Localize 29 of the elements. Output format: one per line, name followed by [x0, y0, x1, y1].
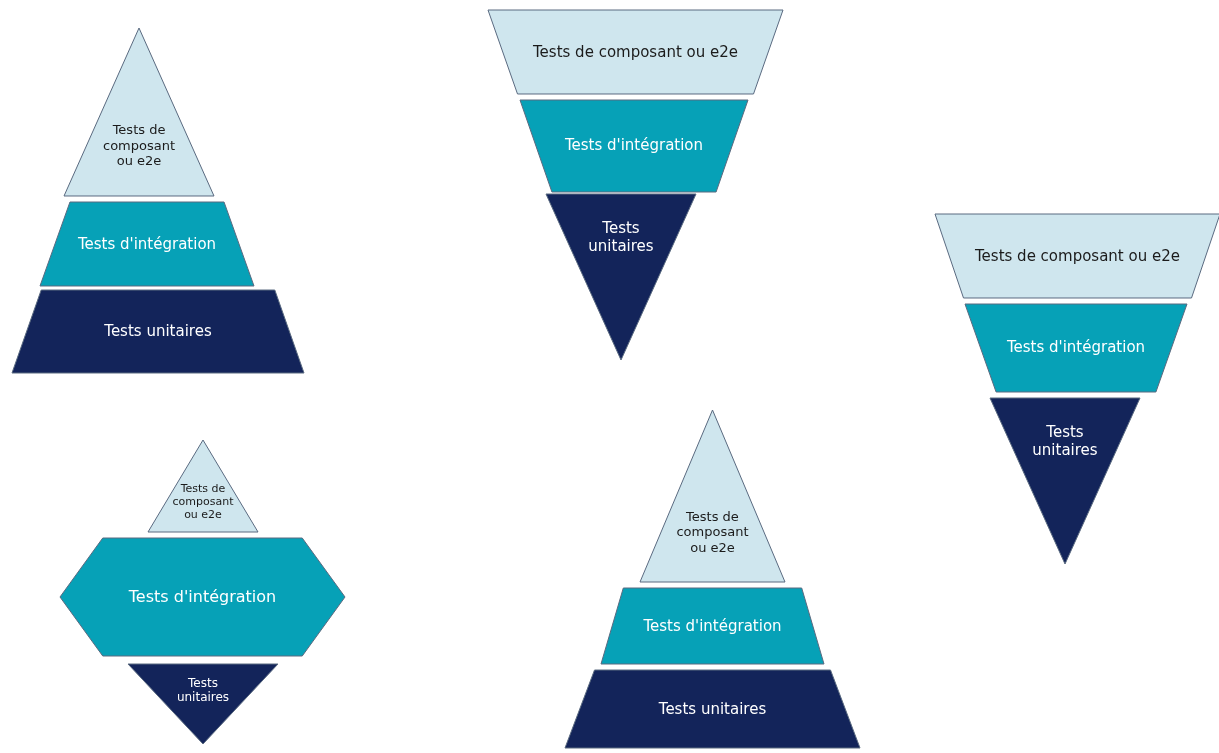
pyramid-layer	[12, 290, 304, 373]
layer-label: Tests d'intégration	[127, 586, 278, 609]
layer-label: Tests de composant ou e2e	[974, 246, 1181, 267]
pyramid-layer	[128, 664, 278, 744]
layer-label: Tests d'intégration	[563, 135, 705, 157]
pyramid-layer	[990, 398, 1140, 564]
pyramid-layer	[488, 10, 783, 94]
pyramid-layer	[935, 214, 1219, 298]
pyramid-layer	[64, 28, 214, 196]
pyramid-layer	[565, 670, 860, 748]
layer-label: Tests unitaires	[103, 321, 213, 343]
layer-label: Tests d'intégration	[642, 616, 783, 637]
layer-label: Tests de composant ou e2e	[171, 480, 235, 524]
layer-label: Tests unitaires	[1031, 422, 1099, 462]
pyramid-layer	[148, 440, 258, 532]
layer-label: Tests de composant ou e2e	[677, 507, 748, 557]
pyramid-layer	[965, 304, 1187, 392]
layer-label: Tests d'intégration	[1005, 337, 1147, 359]
pyramid-layer	[60, 538, 345, 656]
layer-label: Tests d'intégration	[76, 234, 218, 255]
layer-label: Tests de composant ou e2e	[532, 42, 739, 63]
pyramid-layer	[640, 410, 785, 582]
pyramid-layer	[601, 588, 824, 664]
layer-label: Tests unitaires	[175, 675, 231, 707]
pyramid-layer	[40, 202, 254, 286]
layer-label: Tests unitaires	[657, 699, 768, 720]
pyramid-layer	[520, 100, 748, 192]
pyramid-layer	[546, 194, 696, 360]
layer-label: Tests unitaires	[587, 218, 655, 258]
